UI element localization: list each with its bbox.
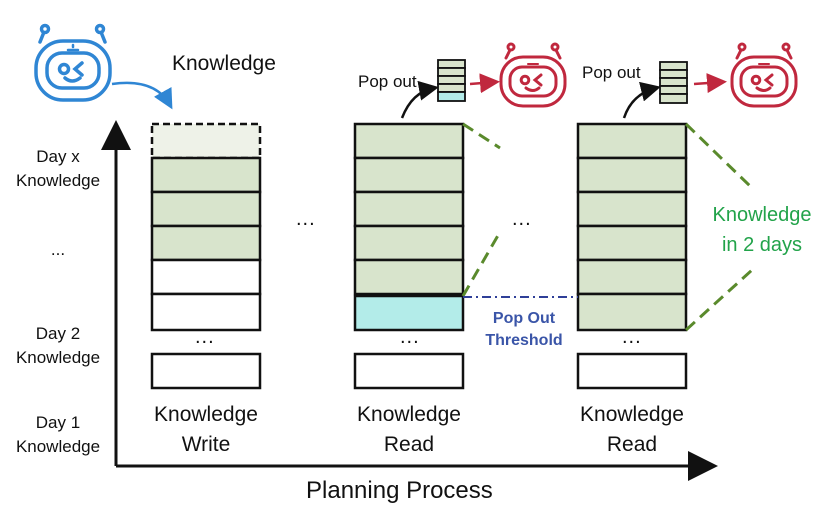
stack-ellipsis: ... <box>622 326 642 348</box>
y-label-ellipsis: ... <box>50 240 66 259</box>
stack-slot <box>150 190 262 228</box>
y-label-day-x: Day x Knowledge <box>15 147 101 190</box>
knowledge-in-2-days-label: Knowledge in 2 days <box>712 204 812 256</box>
y-label-day-1: Day 1 Knowledge <box>15 413 101 456</box>
caption-knowledge-read: Knowledge Read <box>580 403 684 456</box>
stack-slot-bottom <box>150 352 262 390</box>
pop-out-label: Pop out <box>582 63 641 82</box>
stack-slot <box>353 224 465 262</box>
zoom-line <box>461 231 502 297</box>
between-ellipsis: ... <box>296 208 316 230</box>
stack-slot <box>576 292 688 332</box>
stack-ellipsis: ... <box>400 326 420 348</box>
stack-slot-threshold <box>353 294 465 332</box>
pop-arrow <box>622 81 661 119</box>
stack-slot <box>576 190 688 228</box>
zoom-line <box>684 268 754 332</box>
stack-slot <box>576 156 688 194</box>
stack-slot <box>150 224 262 262</box>
zoom-line <box>684 122 752 188</box>
popped-queue-icon <box>659 61 688 104</box>
reader-robot-icon <box>730 42 798 108</box>
stack-slot-bottom <box>353 352 465 390</box>
stack-slot-bottom <box>576 352 688 390</box>
stack-slot <box>576 122 688 160</box>
writer-robot-icon <box>34 23 112 102</box>
stack-slot <box>150 156 262 194</box>
write-arrow <box>111 81 173 110</box>
pop-arrow <box>400 80 439 119</box>
caption-knowledge-write: Knowledge Write <box>154 403 258 456</box>
stack-slot <box>353 122 465 160</box>
knowledge-label: Knowledge <box>172 52 276 75</box>
caption-knowledge-read: Knowledge Read <box>357 403 461 456</box>
stack-slot <box>150 292 262 332</box>
stack-slot-new <box>150 122 262 160</box>
stack-slot <box>576 224 688 262</box>
stack-slot <box>353 156 465 194</box>
reader-robot-icon <box>499 42 567 108</box>
popped-queue-icon <box>437 59 466 102</box>
read-stack-1 <box>353 122 465 390</box>
zoom-line <box>462 122 501 150</box>
deliver-arrow <box>469 73 500 94</box>
between-ellipsis: ... <box>512 208 532 230</box>
read-stack-2 <box>576 122 688 390</box>
stack-slot <box>353 258 465 296</box>
write-stack <box>150 122 262 390</box>
y-label-day-2: Day 2 Knowledge <box>15 324 101 367</box>
stack-slot <box>150 258 262 296</box>
pop-out-label: Pop out <box>358 72 417 91</box>
stack-ellipsis: ... <box>195 326 215 348</box>
pop-out-threshold-label: Pop Out Threshold <box>485 310 563 349</box>
x-axis-title: Planning Process <box>306 477 493 504</box>
stack-slot <box>353 190 465 228</box>
stack-slot <box>576 258 688 296</box>
deliver-arrow <box>693 73 727 94</box>
